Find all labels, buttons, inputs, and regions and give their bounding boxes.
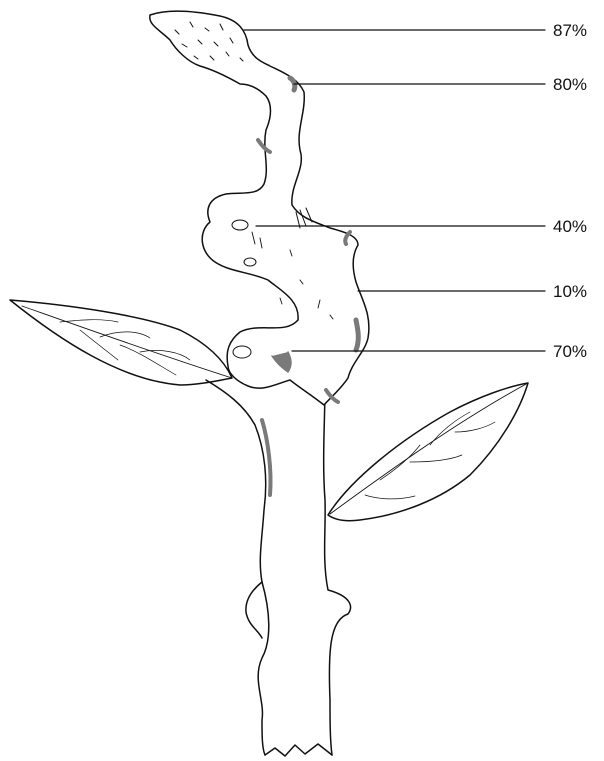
right-leaf: [328, 383, 528, 521]
left-leaf: [10, 300, 232, 385]
percentage-label-lower-mid: 10%: [553, 282, 587, 302]
percentage-label-upper: 80%: [553, 75, 587, 95]
percentage-label-top: 87%: [553, 21, 587, 41]
percentage-label-mid: 40%: [553, 217, 587, 237]
percentage-label-low: 70%: [553, 342, 587, 362]
stem: [206, 375, 351, 756]
